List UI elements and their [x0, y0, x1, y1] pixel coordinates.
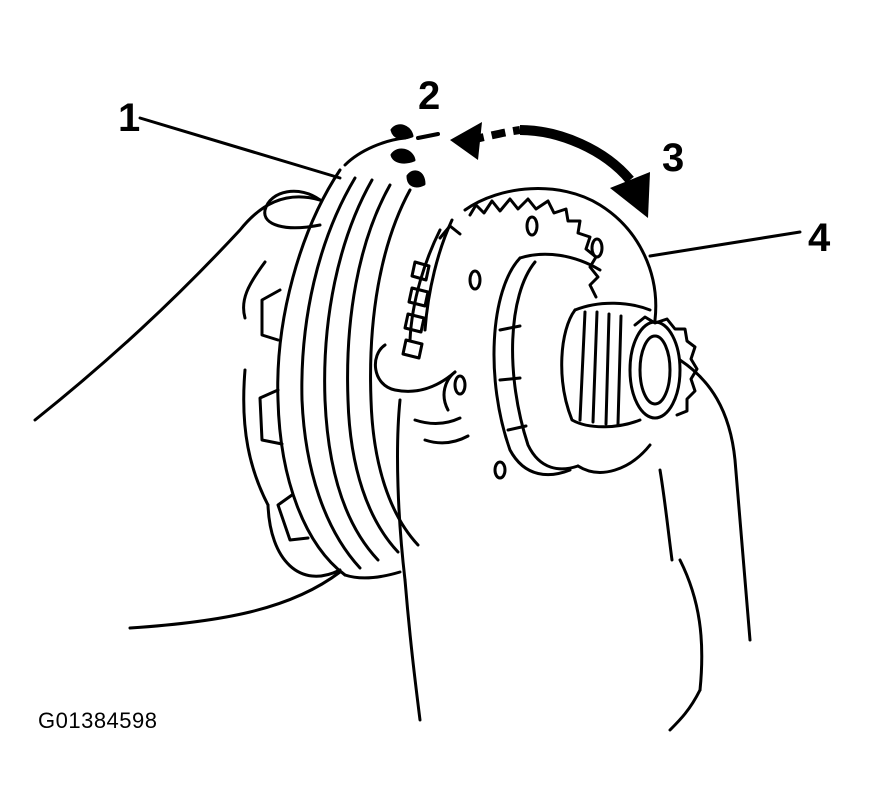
clutch-housing [258, 136, 420, 580]
left-hand [33, 189, 342, 630]
callout-4: 4 [808, 216, 831, 260]
leader-line-4 [648, 230, 802, 258]
callout-1: 1 [118, 96, 141, 140]
inner-hub [492, 252, 652, 477]
figure-id: G01384598 [38, 708, 158, 733]
clutch-plate-teeth [401, 218, 462, 360]
right-hand [373, 343, 752, 732]
splined-shaft [560, 301, 699, 429]
callout-2: 2 [418, 74, 441, 118]
rotation-arrow [450, 122, 650, 218]
ring-gear [453, 187, 658, 480]
leader-line-1 [138, 116, 342, 180]
callout-3: 3 [662, 136, 685, 180]
pry-point-marks [390, 124, 440, 188]
